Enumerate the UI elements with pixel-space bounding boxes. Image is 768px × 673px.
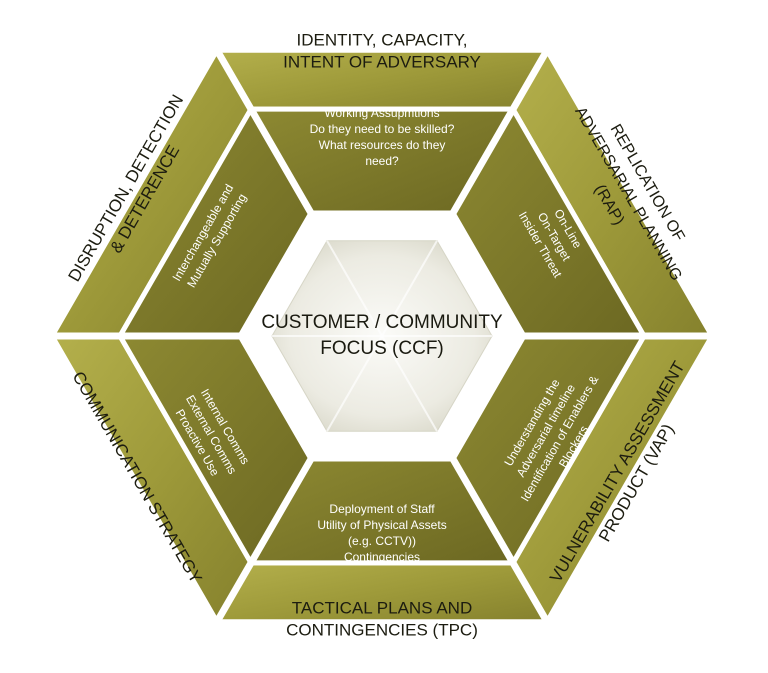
segment-upper-right: [450, 45, 717, 339]
segment-details-bottom-line: Contingencies: [344, 550, 420, 564]
segment-details-bottom-line: Utility of Physical Assets: [317, 518, 446, 532]
segment-details-bottom-line: (e.g. CCTV)): [348, 534, 416, 548]
center-label: CUSTOMER / COMMUNITY FOCUS (CCF): [261, 312, 503, 359]
segment-divider: [213, 48, 315, 215]
segment-details-top: Working Assupmtions Do they need to be sk…: [310, 106, 455, 168]
segment-title-bottom: TACTICAL PLANS AND CONTINGENCIES (TPC): [286, 598, 478, 639]
center-facet-line: [381, 335, 438, 432]
segment-divider: [213, 457, 315, 624]
segment-title-top-line: INTENT OF ADVERSARY: [283, 53, 481, 72]
segment-title-bottom-line: CONTINGENCIES (TPC): [286, 620, 478, 639]
segment-details-top-line: need?: [365, 154, 399, 168]
segment-title-top: IDENTITY, CAPACITY, INTENT OF ADVERSARY: [283, 31, 481, 72]
segment-divider: [449, 457, 551, 624]
segment-title-top-line: IDENTITY, CAPACITY,: [297, 31, 468, 50]
segment-divider: [449, 48, 551, 215]
segment-details-top-line: Working Assupmtions: [324, 106, 439, 120]
segment-details-top-line: Do they need to be skilled?: [310, 122, 455, 136]
center-facet-line: [326, 240, 383, 337]
center-facet-line: [326, 335, 383, 432]
segment-upper-left: [47, 45, 314, 339]
center-label-line: CUSTOMER / COMMUNITY: [261, 312, 503, 333]
segment-details-top-line: What resources do they: [319, 138, 446, 152]
center-facet-line: [381, 240, 438, 337]
center-label-line: FOCUS (CCF): [320, 338, 443, 359]
segment-details-bottom-line: Deployment of Staff: [329, 502, 435, 516]
segment-title-bottom-line: TACTICAL PLANS AND: [292, 598, 472, 617]
